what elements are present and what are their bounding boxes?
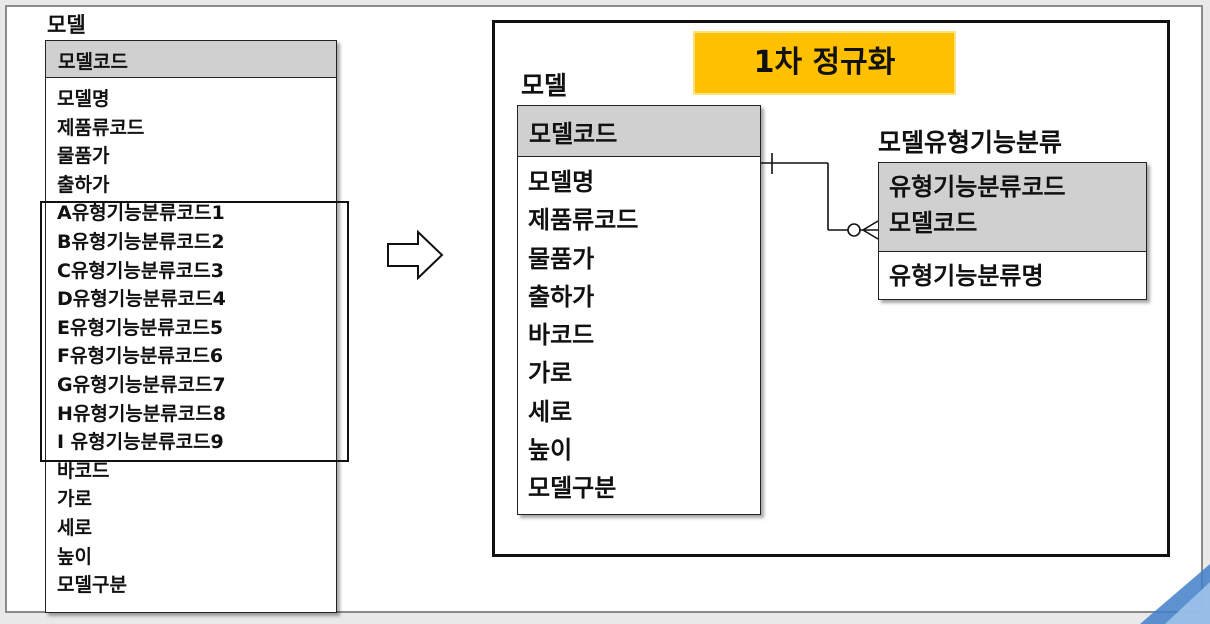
right-arrow-icon [387,229,444,281]
zero-circle-mark [847,223,861,237]
attribute: 가로 [528,359,573,388]
attribute: I 유형기능분류코드9 [57,431,224,454]
attribute: 가로 [57,488,92,511]
attribute: G유형기능분류코드7 [57,373,226,396]
model-entity-key-section: 모델코드 [518,106,760,157]
attribute: 제품류코드 [57,116,145,139]
attribute: 모델구분 [57,574,127,597]
attribute: 유형기능분류명 [889,262,1044,290]
left-entity-key: 모델코드 [58,51,128,73]
attribute: 출하가 [57,173,110,196]
attribute: 바코드 [57,459,110,482]
type-entity-attributes: 유형기능분류명 [879,252,1146,293]
attribute: 제품류코드 [528,206,639,235]
crow-foot-mark [862,220,879,231]
left-entity-title: 모델 [47,13,86,37]
model-entity: 모델코드 모델명 제품류코드 물품가 출하가 바코드 가로 세로 높이 모델구분 [517,105,761,515]
attribute: 높이 [528,436,573,465]
attribute: 모델구분 [528,474,617,503]
left-entity-attributes: 모델명 제품류코드 물품가 출하가 A유형기능분류코드1 B유형기능분류코드2 … [46,78,336,600]
attribute: C유형기능분류코드3 [57,259,225,282]
repeating-group-highlight-box [40,201,349,462]
attribute: 세로 [528,397,573,426]
attribute: B유형기능분류코드2 [57,230,225,253]
model-entity-key: 모델코드 [529,120,618,148]
relationship-connector [761,153,879,240]
attribute: E유형기능분류코드5 [57,316,224,339]
attribute: 물품가 [528,244,595,273]
model-type-function-entity: 유형기능분류코드 모델코드 유형기능분류명 [878,162,1147,300]
attribute: F유형기능분류코드6 [57,345,224,368]
model-entity-attributes: 모델명 제품류코드 물품가 출하가 바코드 가로 세로 높이 모델구분 [518,157,760,508]
type-entity-key: 모델코드 [889,209,978,237]
left-model-entity: 모델코드 모델명 제품류코드 물품가 출하가 A유형기능분류코드1 B유형기능분… [45,40,337,613]
attribute: 세로 [57,516,92,539]
attribute: H유형기능분류코드8 [57,402,226,425]
attribute: 모델명 [57,88,110,110]
attribute: 물품가 [57,145,110,168]
type-entity-title: 모델유형기능분류 [878,128,1063,157]
left-entity-key-section: 모델코드 [46,41,336,78]
attribute: 바코드 [528,321,595,350]
attribute: D유형기능분류코드4 [57,288,226,311]
type-entity-key-section: 유형기능분류코드 모델코드 [879,163,1146,252]
attribute: 높이 [57,545,92,568]
corner-decoration [1140,564,1210,624]
attribute: A유형기능분류코드1 [57,202,225,225]
attribute: 모델명 [528,168,595,196]
normalization-banner: 1차 정규화 [693,31,956,95]
model-entity-title: 모델 [521,71,568,100]
attribute: 출하가 [528,282,595,311]
type-entity-key: 유형기능분류코드 [889,173,1066,201]
